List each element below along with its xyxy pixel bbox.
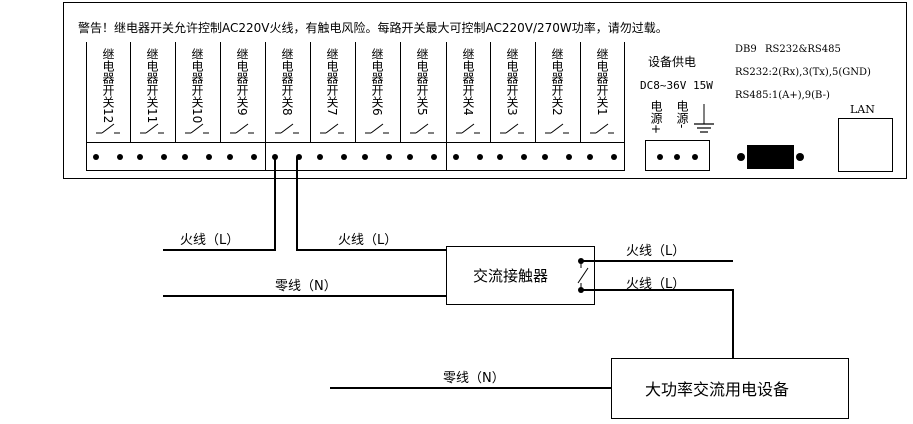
relay-channel-2: 继电器开关2 xyxy=(542,48,572,160)
fire-line-label: 火线（L） xyxy=(180,233,239,248)
relay-channel-1: 继电器开关1 xyxy=(587,48,617,160)
comm-block: DB9 RS232&RS485 RS232:2(Rx),3(Tx),5(GND)… xyxy=(735,44,871,169)
relay-switch-icon xyxy=(595,123,609,134)
relay-label: 继电器开关6 xyxy=(370,48,384,116)
power-title: 设备供电 xyxy=(648,55,696,69)
relay-channel-8: 继电器开关8 xyxy=(272,48,302,160)
terminal-screw xyxy=(566,154,572,160)
terminal-screw xyxy=(587,154,593,160)
relay-channel-6: 继电器开关6 xyxy=(362,48,392,160)
relay-switch-icon xyxy=(280,123,294,134)
terminal-screw xyxy=(497,154,503,160)
contactor-label: 交流接触器 xyxy=(473,267,548,285)
neutral-line-label: 零线（N） xyxy=(275,279,337,294)
terminal-screw xyxy=(251,154,257,160)
controller-panel xyxy=(63,2,907,179)
relay-switch-icon xyxy=(505,123,519,134)
relay-label: 继电器开关8 xyxy=(280,48,294,116)
terminal-screw xyxy=(521,154,527,160)
relay-label: 继电器开关5 xyxy=(415,48,429,116)
relay-label: 继电器开关11 xyxy=(145,48,159,124)
relay-label: 继电器开关1 xyxy=(595,48,609,116)
relay-label: 继电器开关10 xyxy=(190,48,204,124)
terminal-screw xyxy=(182,154,188,160)
terminal-screw xyxy=(117,154,123,160)
relay-label: 继电器开关4 xyxy=(461,48,475,116)
terminal-screw xyxy=(477,154,483,160)
relay-switch-icon xyxy=(101,123,115,134)
terminal-screw xyxy=(657,154,663,160)
relay-channel-4: 继电器开关4 xyxy=(453,48,483,160)
lan-label: LAN xyxy=(850,103,875,116)
ac-contactor xyxy=(446,246,595,305)
terminal-strip xyxy=(265,142,447,171)
relay-channel-7: 继电器开关7 xyxy=(317,48,347,160)
terminal-screw xyxy=(161,154,167,160)
terminal-strip xyxy=(86,142,266,171)
terminal-screw xyxy=(407,154,413,160)
relay8-wires xyxy=(163,157,446,251)
terminal-strip xyxy=(446,142,625,171)
relay-switch-icon xyxy=(145,123,159,134)
relay-label: 继电器开关7 xyxy=(325,48,339,116)
lan-port xyxy=(838,118,893,172)
device-label: 大功率交流用电设备 xyxy=(645,380,789,399)
db9-connector-icon xyxy=(737,145,804,169)
relay-label: 继电器开关3 xyxy=(505,48,519,116)
fire-line-label: 火线（L） xyxy=(626,277,685,292)
power-terminal-block xyxy=(645,140,710,171)
terminal-screw xyxy=(674,154,680,160)
fire-wire-out xyxy=(581,289,734,358)
terminal-screw xyxy=(227,154,233,160)
rs232-pinout: RS232:2(Rx),3(Tx),5(GND) xyxy=(735,67,871,78)
relay-switch-icon xyxy=(415,123,429,134)
relay-channel-10: 继电器开关10 xyxy=(182,48,212,160)
relay-channel-9: 继电器开关9 xyxy=(227,48,257,160)
relay-switch-icon xyxy=(190,123,204,134)
terminal-screw xyxy=(206,154,212,160)
power-supply-block: 设备供电 DC8~36V 15W 电源+ 电源- xyxy=(640,55,714,171)
relay-channel-5: 继电器开关5 xyxy=(407,48,437,160)
relay-switch-icon xyxy=(550,123,564,134)
warning-text: 警告！继电器开关允许控制AC220V火线，有触电风险。每路开关最大可控制AC22… xyxy=(78,20,668,35)
fire-line-label: 火线（L） xyxy=(626,244,685,259)
terminal-screw xyxy=(362,154,368,160)
relay-switch-icon xyxy=(235,123,249,134)
power-minus-label: 电源- xyxy=(675,100,689,129)
contactor-switch-icon xyxy=(577,258,589,293)
power-spec: DC8~36V 15W xyxy=(640,79,713,92)
terminal-screw xyxy=(317,154,323,160)
relay-channels: 继电器开关12 继电器开关11 继电器开关10 继电器开关9 继电器开关8 继电器开关7 继… xyxy=(86,42,625,171)
terminal-screw xyxy=(137,154,143,160)
fire-line-label: 火线（L） xyxy=(338,233,397,248)
terminal-screw xyxy=(341,154,347,160)
neutral-line-label: 零线（N） xyxy=(443,371,505,386)
power-plus-label: 电源+ xyxy=(649,100,663,135)
terminal-screw xyxy=(611,154,617,160)
relay-switch-icon xyxy=(370,123,384,134)
relay-switch-icon xyxy=(461,123,475,134)
terminal-screw xyxy=(93,154,99,160)
relay-label: 继电器开关12 xyxy=(101,48,115,124)
relay-label: 继电器开关2 xyxy=(550,48,564,116)
terminal-screw xyxy=(453,154,459,160)
rs485-pinout: RS485:1(A+),9(B-) xyxy=(735,90,830,101)
terminal-screw xyxy=(542,154,548,160)
high-power-device xyxy=(611,358,849,419)
relay-switch-icon xyxy=(325,123,339,134)
rs-title: RS232&RS485 xyxy=(765,44,841,55)
relay-channel-3: 继电器开关3 xyxy=(497,48,527,160)
terminal-screw xyxy=(431,154,437,160)
ground-icon xyxy=(694,104,714,133)
relay-channel-12: 继电器开关12 xyxy=(93,48,123,160)
db9-label: DB9 xyxy=(735,44,757,55)
relay-channel-11: 继电器开关11 xyxy=(137,48,167,160)
terminal-screw xyxy=(692,154,698,160)
relay-label: 继电器开关9 xyxy=(235,48,249,116)
terminal-screw xyxy=(386,154,392,160)
